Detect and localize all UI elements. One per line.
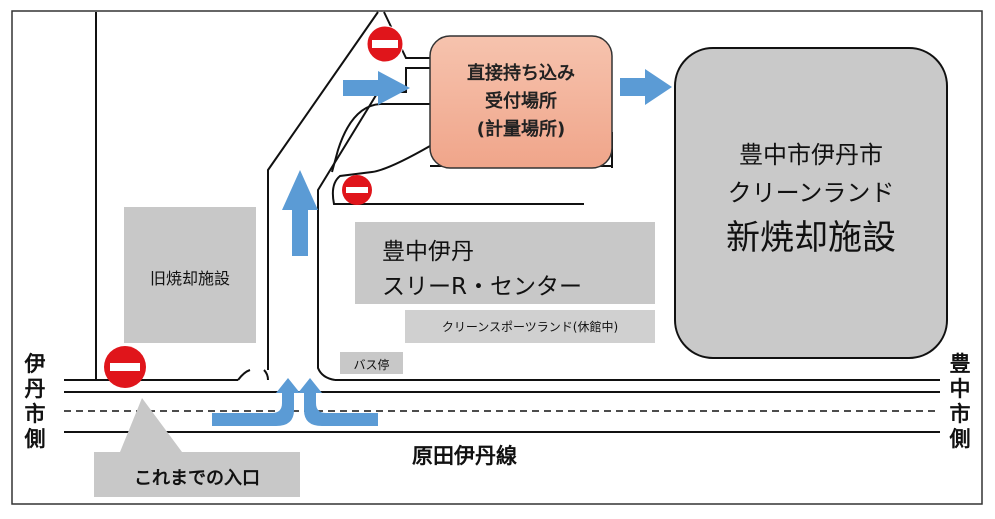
sports-land-box [405,310,655,343]
new-facility-line-3: 新焼却施設 [726,218,896,258]
right-side-char: 市 [949,402,971,426]
right-side-char: 側 [949,427,971,451]
arrow-up-icon [282,170,318,256]
new-facility-line-1: 豊中市伊丹市 [739,141,883,169]
new-facility-box [674,47,948,359]
arrow-right-icon [620,69,672,105]
reception-line-3: (計量場所) [476,119,566,140]
turn-arrow-icon [212,378,300,426]
reception-line-1: 直接持ち込み [467,63,575,84]
no-entry-icon [104,346,146,388]
new-facility-line-2: クリーンランド [727,179,895,207]
reception-label: 直接持ち込み 受付場所 (計量場所) [430,40,612,164]
turn-arrow-icon [298,378,378,426]
bus-stop-label: バス停 [353,358,390,372]
left-side-char: 市 [24,402,46,426]
three-r-center-line-2: スリーR・センター [382,274,582,300]
arrow-right-icon [343,71,410,105]
left-side-char: 側 [24,427,46,451]
former-entrance-callout [94,398,300,497]
new-facility-label: 豊中市伊丹市 クリーンランド 新焼却施設 [675,130,947,270]
three-r-center-line-1: 豊中伊丹 [382,239,474,265]
right-side-char: 中 [949,377,971,401]
reception-box [429,35,613,169]
three-r-center-box [355,222,655,304]
old-facility-label: 旧焼却施設 [149,269,230,288]
reception-line-2: 受付場所 [485,91,557,112]
no-entry-icon [366,25,404,63]
right-side-char: 豊 [949,352,971,376]
no-entry-icon [342,175,372,205]
map-frame [11,10,983,505]
left-side-char: 丹 [24,377,46,401]
left-side-char: 伊 [24,352,46,376]
bus-stop-box [340,352,403,374]
sports-land-label: クリーンスポーツランド(休館中) [441,320,619,334]
old-facility-box [124,207,256,343]
former-entrance-label: これまでの入口 [134,468,260,489]
road-name-label: 原田伊丹線 [412,444,517,468]
left-side-label: 伊 丹 市 側 [22,352,48,452]
right-side-label: 豊 中 市 側 [947,352,973,452]
